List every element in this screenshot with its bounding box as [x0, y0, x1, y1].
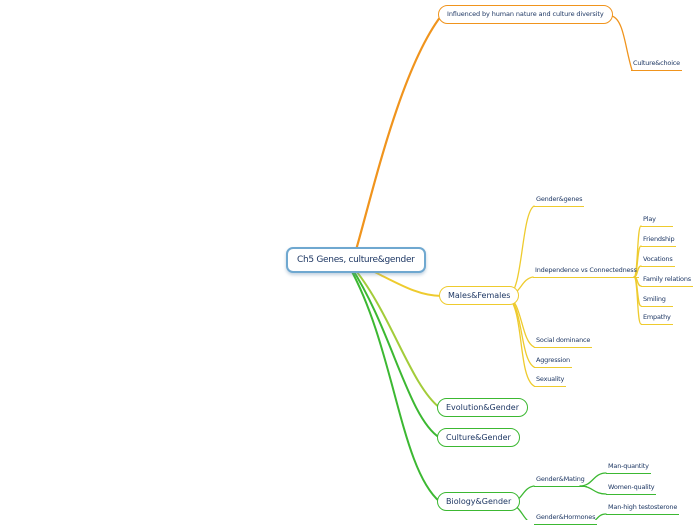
connector-root-culture	[350, 266, 441, 439]
connector-ind-empathy	[633, 276, 642, 325]
node-play[interactable]: Play	[641, 215, 673, 227]
node-gender-mating[interactable]: Gender&Mating	[534, 475, 587, 487]
node-aggression[interactable]: Aggression	[534, 356, 572, 368]
node-culture-and-choice[interactable]: Culture&choice	[631, 59, 682, 71]
node-smiling[interactable]: Smiling	[641, 295, 673, 307]
node-women-quality[interactable]: Women-quality	[606, 483, 657, 495]
connector-mf-gender-genes	[507, 205, 535, 297]
connector-mf-sexuality	[507, 296, 535, 387]
connector-root-evolution	[351, 265, 441, 409]
connector-mating-women-quality	[579, 485, 607, 495]
node-vocations[interactable]: Vocations	[641, 255, 675, 267]
node-social-dominance[interactable]: Social dominance	[534, 336, 593, 348]
connector-hormones-man-high	[594, 513, 607, 520]
node-males-females[interactable]: Males&Females	[439, 286, 520, 305]
connector-root-influenced	[354, 14, 443, 252]
node-man-quantity[interactable]: Man-quantity	[606, 462, 651, 474]
root-node[interactable]: Ch5 Genes, culture&gender	[286, 247, 426, 273]
node-empathy[interactable]: Empathy	[641, 313, 673, 325]
node-friendship[interactable]: Friendship	[641, 235, 677, 247]
node-gender-genes[interactable]: Gender&genes	[534, 195, 585, 207]
node-man-high-testosterone[interactable]: Man-high testosterone	[606, 503, 680, 515]
node-biology-gender[interactable]: Biology&Gender	[437, 492, 521, 511]
node-evolution-gender[interactable]: Evolution&Gender	[437, 398, 529, 417]
node-family-relations[interactable]: Family relations	[641, 275, 693, 287]
node-influenced-by-human-nature[interactable]: Influenced by human nature and culture d…	[438, 5, 613, 24]
connector-root-biology	[349, 267, 441, 503]
connector-mf-aggression	[507, 296, 535, 368]
node-culture-gender[interactable]: Culture&Gender	[437, 428, 520, 447]
connector-influenced-culture-choice	[611, 15, 633, 71]
node-sexuality[interactable]: Sexuality	[534, 375, 567, 387]
node-gender-hormones[interactable]: Gender&Hormones	[534, 513, 598, 525]
node-independence-vs-connectedness[interactable]: Independence vs Connectedness	[533, 266, 639, 278]
